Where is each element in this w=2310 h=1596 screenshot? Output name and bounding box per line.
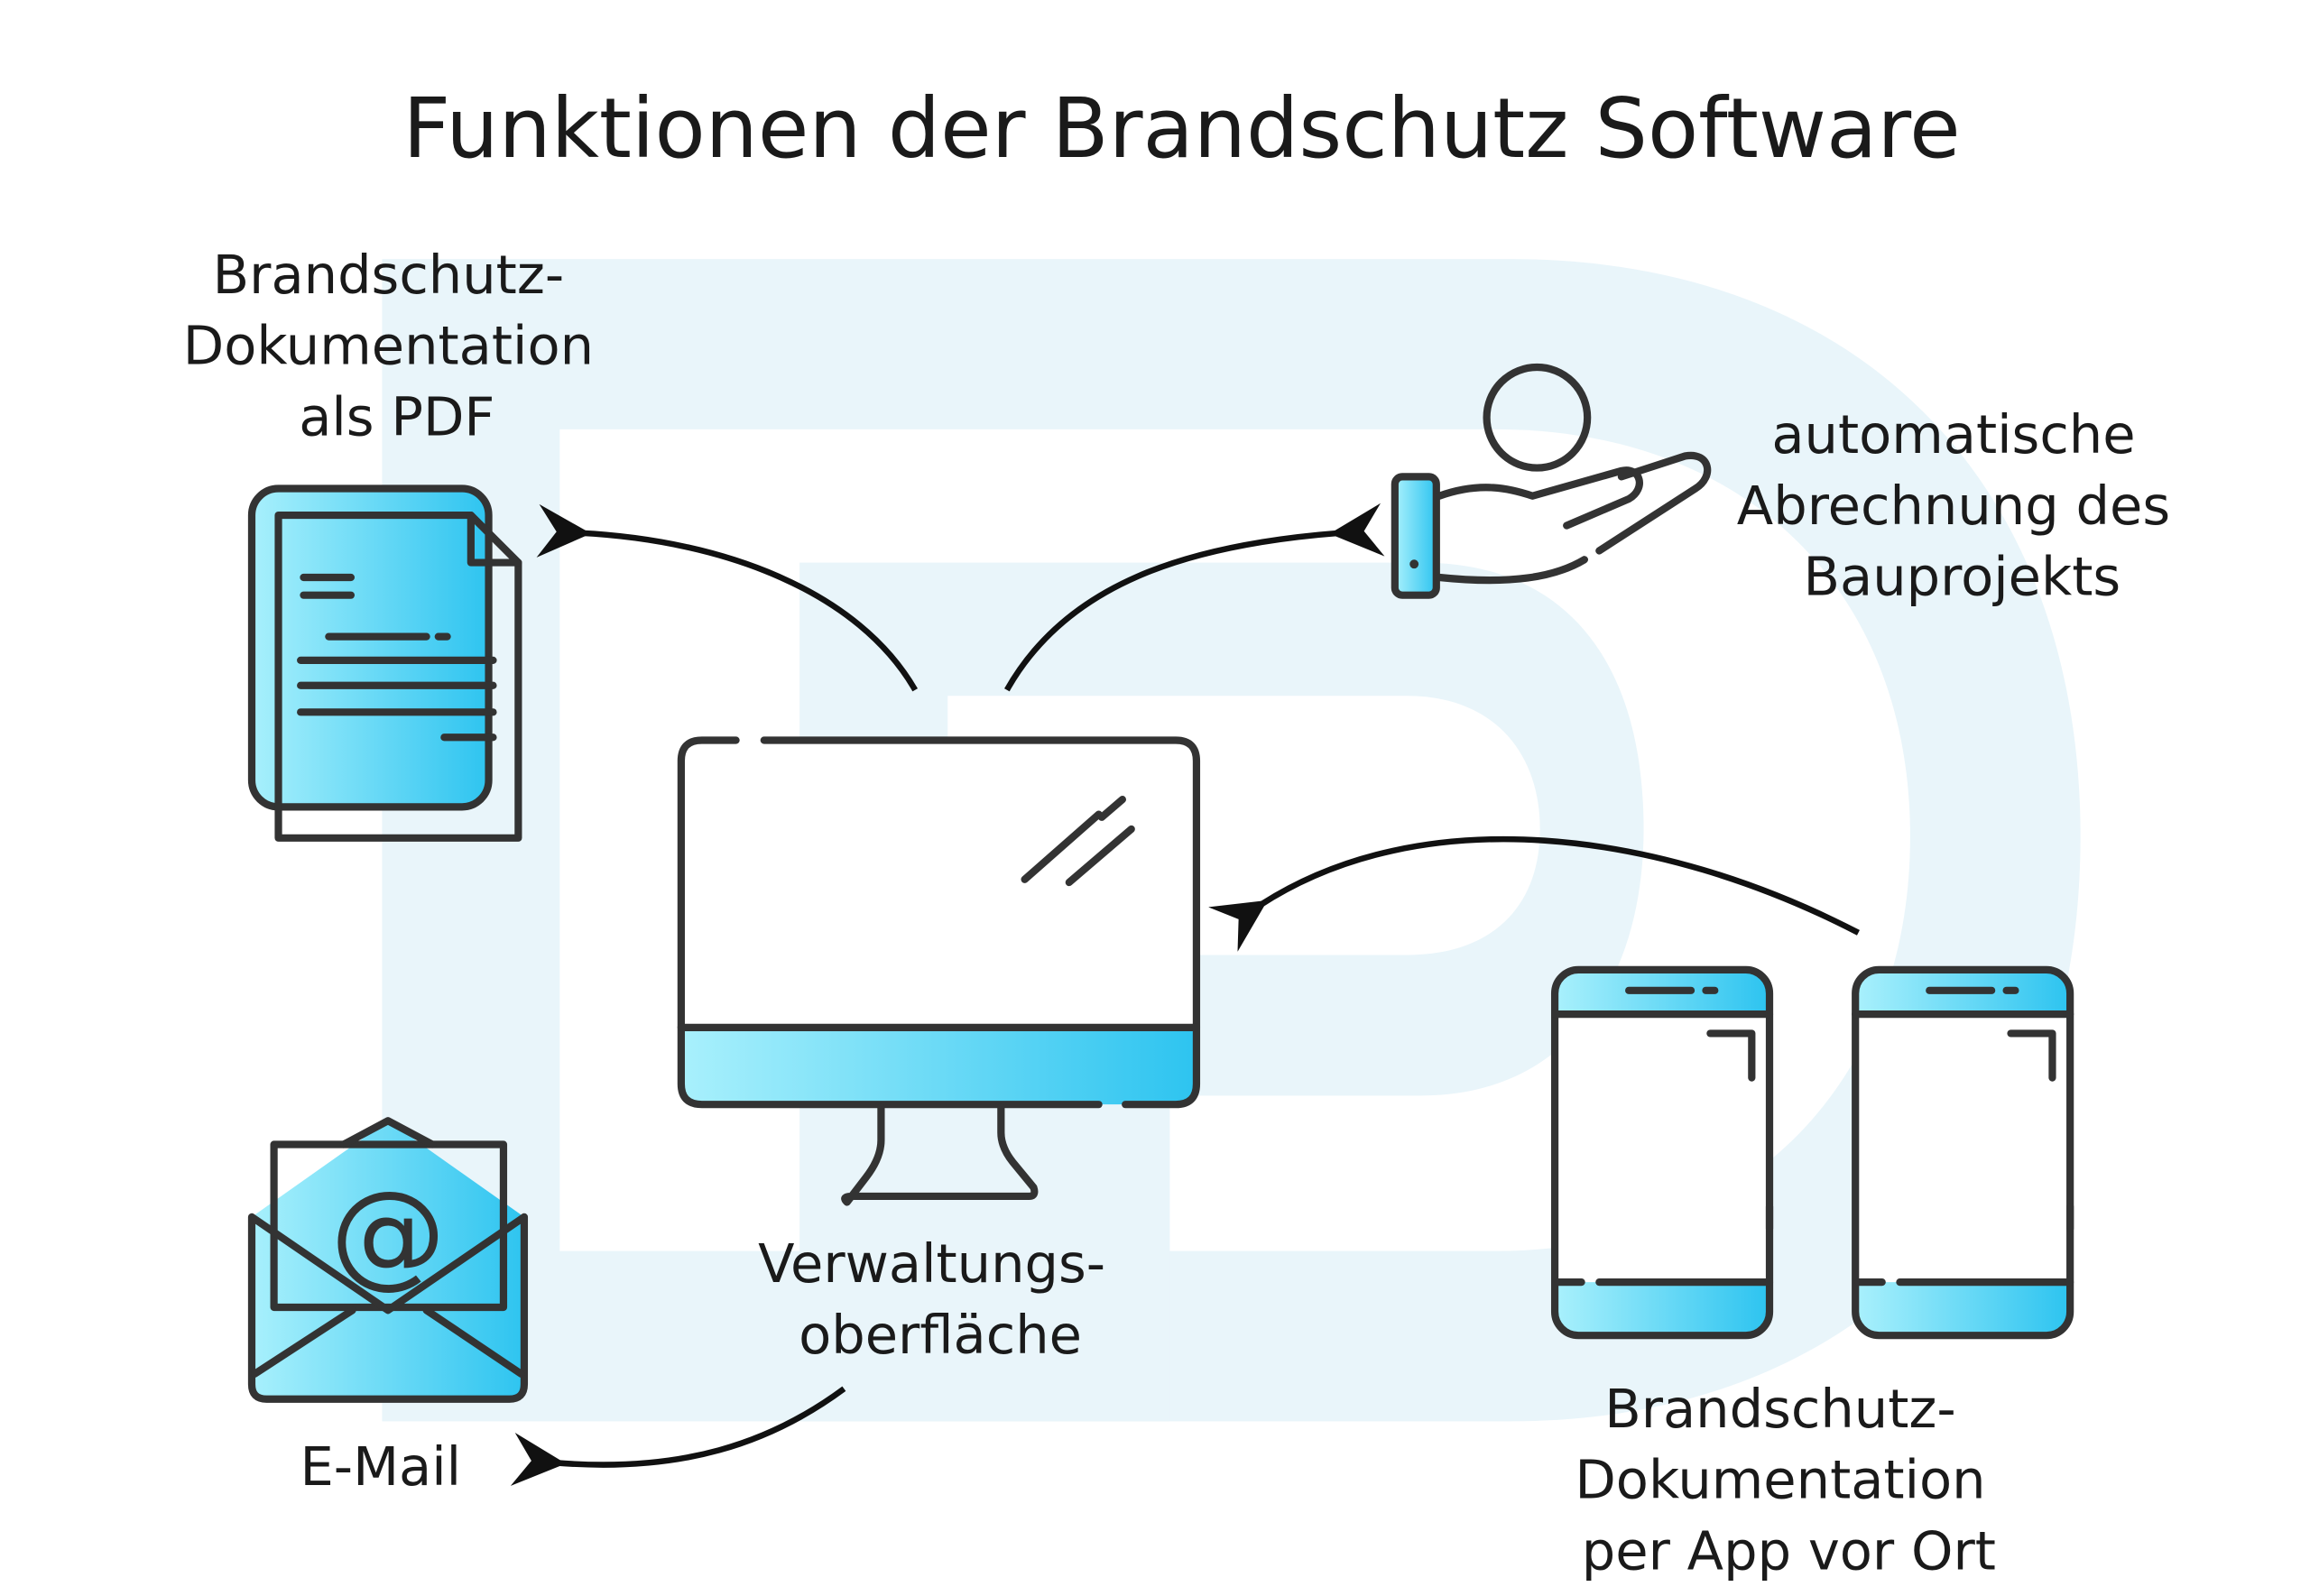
at-symbol: @: [330, 1167, 446, 1301]
label-app: Brandschutz- Dokumentation per App vor O…: [1575, 1378, 2002, 1582]
label-pdf: Brandschutz- Dokumentation als PDF: [183, 244, 611, 448]
arrow-from-app: [1208, 835, 1860, 952]
arrow-to-billing: [1004, 503, 1385, 692]
smartphone-icon: [1550, 965, 1774, 1340]
hand-coin-icon: [1391, 363, 1712, 599]
arrow-to-email: [510, 1386, 846, 1486]
label-billing: automatische Abrechnung des Bauprojekts: [1737, 403, 2187, 608]
pdf-document-icon: [247, 484, 522, 842]
monitor-icon: [677, 736, 1201, 1206]
label-admin: Verwaltungs- oberfläche: [758, 1232, 1123, 1366]
email-envelope-icon: @: [247, 1117, 529, 1403]
label-email: E-Mail: [300, 1435, 461, 1498]
smartphone-icon: [1852, 965, 2074, 1340]
page-title: Funktionen der Brandschutz Software: [402, 80, 1960, 177]
arrow-to-pdf: [536, 503, 919, 692]
